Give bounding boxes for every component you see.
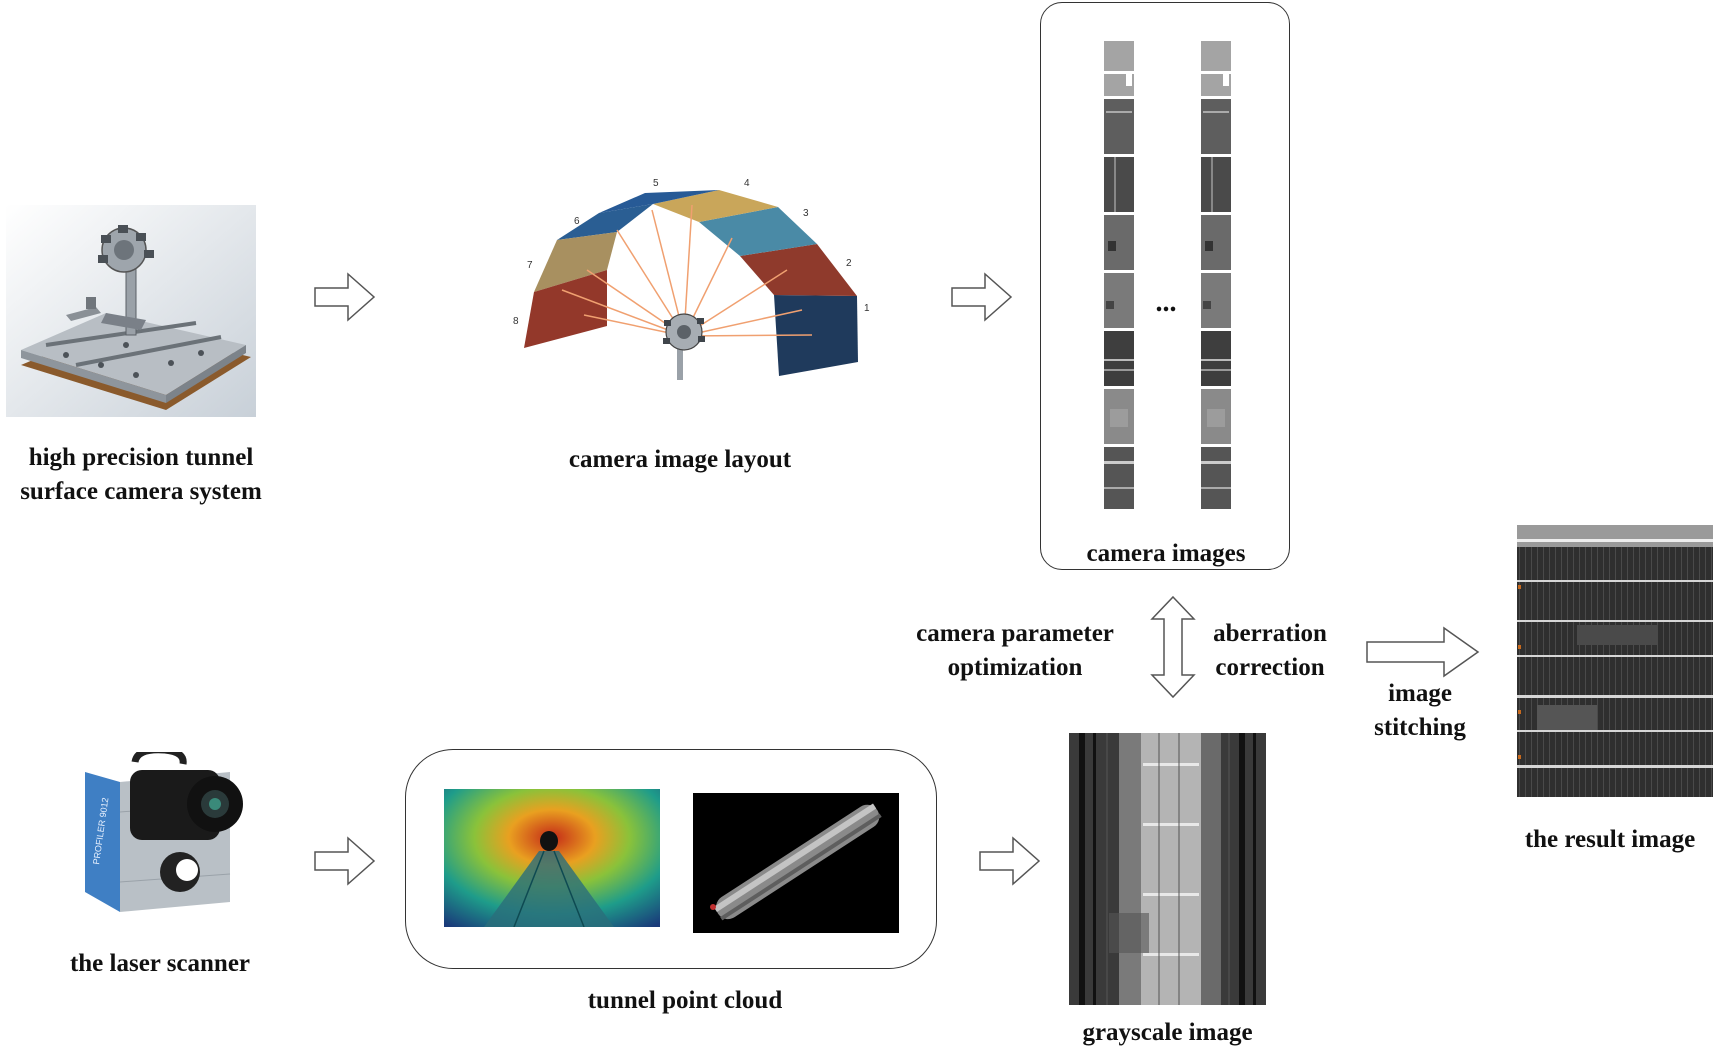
camera-number-7: 7 xyxy=(527,260,533,271)
point-cloud-color-image xyxy=(444,789,660,927)
camera-panel-4 xyxy=(653,190,778,222)
camera-number-8: 8 xyxy=(513,316,519,327)
camera-layout-label: camera image layout xyxy=(568,446,792,473)
arrow-right-icon xyxy=(951,272,1013,322)
point-cloud-label: tunnel point cloud xyxy=(587,987,783,1014)
camera-system-label: high precision tunnel surface camera sys… xyxy=(0,441,282,509)
camera-panel-1 xyxy=(774,295,858,376)
camera-image-strip-left xyxy=(1104,41,1134,511)
camera-number-1: 1 xyxy=(864,303,870,314)
stitching-label: image stitching xyxy=(1350,677,1490,745)
camera-number-3: 3 xyxy=(803,208,809,219)
ellipsis: ... xyxy=(1155,287,1177,318)
camera-param-line1: camera parameter xyxy=(916,620,1114,647)
camera-panel-6 xyxy=(557,204,653,240)
grayscale-image xyxy=(1069,733,1266,1005)
point-cloud-panel xyxy=(405,749,937,969)
camera-system-label-line2: surface camera system xyxy=(20,478,262,505)
double-arrow-icon xyxy=(1150,595,1196,699)
arrow-right-icon xyxy=(314,272,376,322)
camera-panel-5 xyxy=(599,190,719,213)
grayscale-label: grayscale image xyxy=(1082,1019,1253,1046)
camera-number-6: 6 xyxy=(574,216,580,227)
aberration-label: aberration correction xyxy=(1195,617,1345,685)
camera-system-image xyxy=(6,205,256,417)
camera-images-label: camera images xyxy=(1086,540,1246,567)
laser-scanner-label: the laser scanner xyxy=(69,950,251,977)
stitching-line1: image xyxy=(1388,680,1452,707)
stitching-line2: stitching xyxy=(1374,714,1466,741)
camera-number-5: 5 xyxy=(653,178,659,189)
aberration-line2: correction xyxy=(1215,654,1325,681)
camera-system-label-line1: high precision tunnel xyxy=(28,444,254,471)
laser-scanner-image: PROFILER 9012 xyxy=(75,752,245,922)
result-image xyxy=(1517,525,1713,797)
camera-image-strip-right xyxy=(1201,41,1231,511)
camera-number-4: 4 xyxy=(744,178,750,189)
camera-images-panel: ... camera images xyxy=(1040,2,1290,570)
arrow-right-icon xyxy=(979,836,1041,886)
camera-layout-diagram: 1 2 3 4 5 6 7 8 xyxy=(512,170,882,400)
result-image-label: the result image xyxy=(1524,826,1696,853)
arrow-right-icon xyxy=(1366,626,1480,678)
camera-param-line2: optimization xyxy=(947,654,1083,681)
point-cloud-tube-image xyxy=(693,793,899,933)
camera-panel-7 xyxy=(534,232,617,292)
camera-panel-8 xyxy=(524,270,607,348)
camera-number-2: 2 xyxy=(846,258,852,269)
arrow-right-icon xyxy=(314,836,376,886)
camera-panel-2 xyxy=(740,244,857,296)
camera-param-label: camera parameter optimization xyxy=(890,617,1140,685)
aberration-line1: aberration xyxy=(1213,620,1327,647)
